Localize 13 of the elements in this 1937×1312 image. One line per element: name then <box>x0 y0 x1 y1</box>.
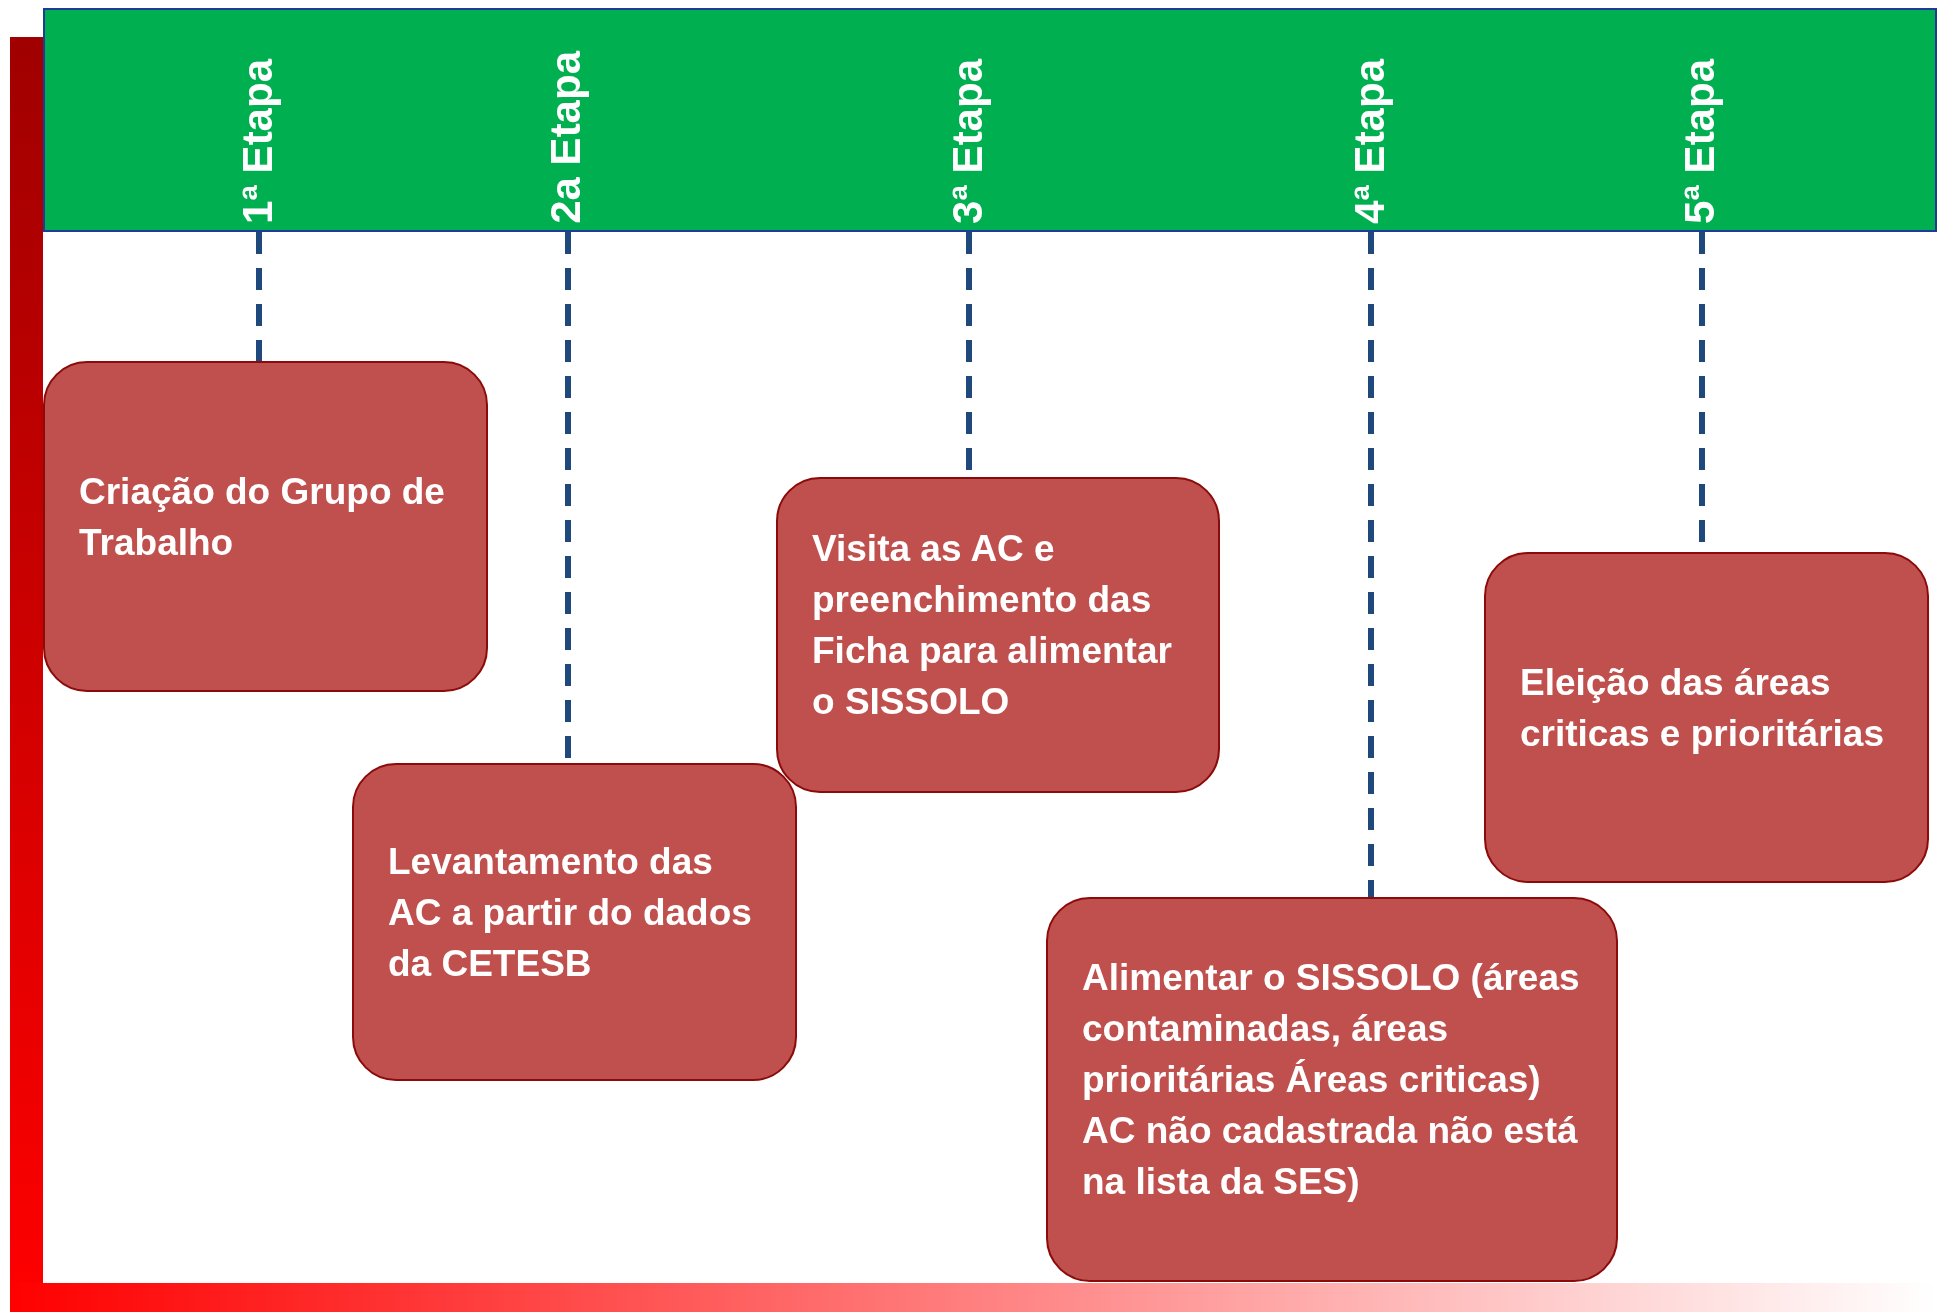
stage-text: Criação do Grupo de Trabalho <box>79 469 446 565</box>
header-band <box>43 8 1937 232</box>
stage-text: Levantamento das AC a partir do dados da CETESB <box>388 839 753 986</box>
stage-text: Visita as AC e preenchimento das Ficha para alimentar o SISSOLO <box>812 527 1173 724</box>
stage-text: Eleição das áreas criticas e prioritárias <box>1520 660 1886 756</box>
dashed-connector <box>1368 232 1374 897</box>
stage-label: 5ª Etapa <box>1672 59 1728 224</box>
stage-text: Alimentar o SISSOLO (áreas contaminadas, áreas prioritárias Áreas criticas) AC não cadastrada não está na lista da SES) <box>1082 956 1581 1204</box>
stage-label: 4ª Etapa <box>1342 59 1398 224</box>
stage-label: 1ª Etapa <box>230 59 286 224</box>
stage-label: 3ª Etapa <box>940 59 996 224</box>
stage-label: 2a Etapa <box>538 51 594 224</box>
dashed-connector <box>256 232 262 361</box>
